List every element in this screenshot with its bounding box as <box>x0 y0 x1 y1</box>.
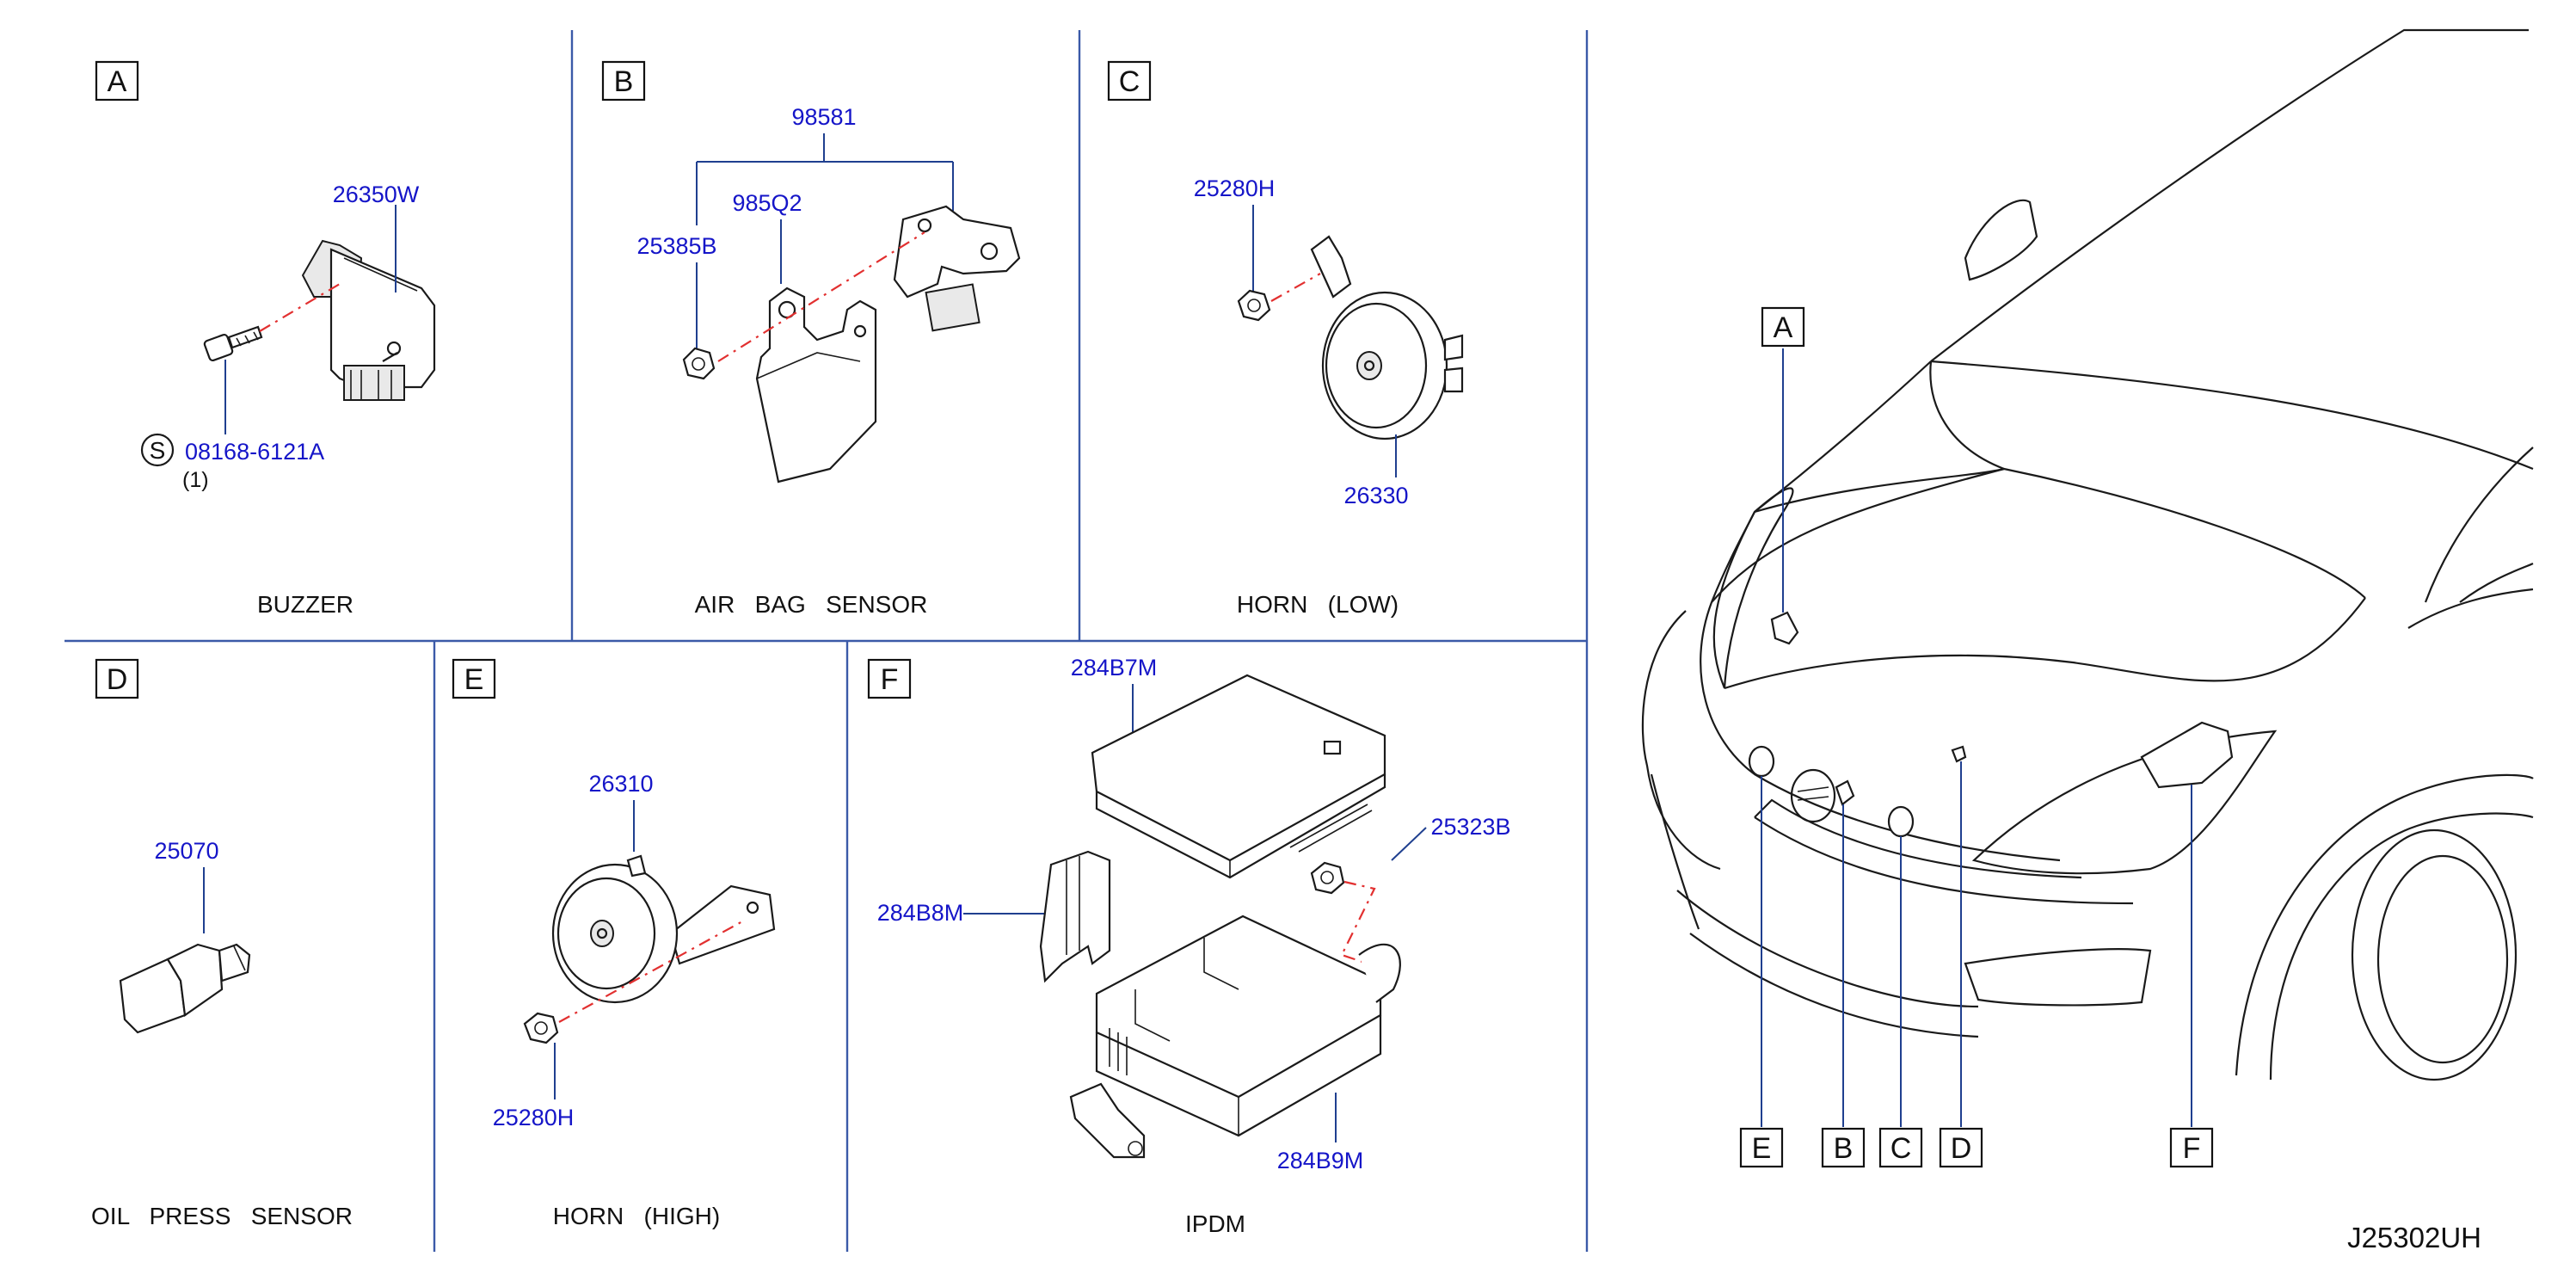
callout-a: A <box>1774 311 1793 344</box>
nut-e-drawing <box>523 1012 559 1044</box>
leader-25323b <box>1391 827 1427 861</box>
loc-horn-high <box>1748 745 1775 778</box>
callout-box-e <box>1739 1127 1784 1168</box>
oil-sensor-drawing <box>119 943 251 1034</box>
part-25070: 25070 <box>154 838 218 864</box>
panel-letter-f: F <box>881 663 899 696</box>
panel-letter-box-a <box>95 60 139 102</box>
horn-low-dash-line <box>1270 273 1321 302</box>
panel-caption-a: BUZZER <box>257 591 354 618</box>
callout-box-a <box>1761 306 1805 348</box>
part-26310: 26310 <box>588 771 653 797</box>
callout-box-b <box>1821 1127 1866 1168</box>
panel-d: D 25070 OIL PRESS SENSOR <box>91 658 353 1229</box>
part-284b9m: 284B9M <box>1277 1148 1364 1173</box>
buzzer-drawing <box>301 239 436 401</box>
ipdm-bracket-drawing <box>1039 850 1111 983</box>
nut-f-drawing <box>1310 861 1345 895</box>
horn-high-drawing <box>551 854 776 1004</box>
panel-f: F 284B7M 284B8M 25323B <box>867 655 1511 1237</box>
horn-high-dash-line <box>558 920 745 1023</box>
horn-low-drawing <box>1310 235 1464 440</box>
part-25280h-c: 25280H <box>1194 176 1276 201</box>
loc-horn-low <box>1887 805 1915 838</box>
callout-box-d <box>1939 1127 1983 1168</box>
s-symbol-circle <box>140 433 175 467</box>
part-25385b: 25385B <box>636 233 716 259</box>
panel-caption-c: HORN (LOW) <box>1237 591 1399 618</box>
panel-letter-e: E <box>464 663 484 696</box>
callout-e: E <box>1752 1132 1772 1165</box>
part-26350w: 26350W <box>333 182 420 207</box>
callout-box-f <box>2169 1127 2214 1168</box>
loc-buzzer <box>1770 611 1799 645</box>
panel-a: A 26350W S 08168-6121A (1) BUZZER <box>95 60 436 618</box>
panel-caption-f: IPDM <box>1185 1210 1245 1237</box>
part-25280h-e: 25280H <box>493 1105 575 1130</box>
panel-caption-e: HORN (HIGH) <box>553 1203 720 1229</box>
panel-letter-a: A <box>108 65 127 98</box>
panel-e: E 26310 25280H HORN (HIGH) <box>452 658 776 1229</box>
callout-box-c <box>1878 1127 1923 1168</box>
part-284b7m: 284B7M <box>1071 655 1158 681</box>
part-284b8m: 284B8M <box>877 900 964 926</box>
loc-oil-sensor <box>1951 745 1967 763</box>
panel-caption-b: AIR BAG SENSOR <box>695 591 928 618</box>
panel-letter-c: C <box>1119 65 1140 98</box>
ipdm-dash-line <box>1340 880 1376 965</box>
vehicle-callout-leaders <box>1761 348 2192 1127</box>
callout-c: C <box>1891 1132 1912 1165</box>
bolt-dash-line <box>259 283 341 332</box>
loc-airbag-sensor <box>1835 779 1855 806</box>
part-25323b: 25323B <box>1430 814 1510 840</box>
nut-b-drawing <box>682 347 716 380</box>
panel-letter-box-d <box>95 658 139 699</box>
part-985q2: 985Q2 <box>732 190 802 216</box>
s-symbol: S <box>150 437 166 464</box>
airbag-bracket-drawing <box>755 286 877 483</box>
airbag-sensor-drawing <box>893 205 1021 332</box>
ipdm-case-drawing <box>1069 915 1401 1159</box>
panel-c: C 25280H 26330 HORN (LOW) <box>1107 60 1464 618</box>
callout-d: D <box>1951 1132 1972 1165</box>
bolt-quantity: (1) <box>182 468 209 492</box>
car-outline-drawing <box>1641 28 2534 1081</box>
drawing-code: J25302UH <box>2347 1222 2481 1253</box>
loc-ipdm <box>2140 721 2234 789</box>
panel-letter-box-f <box>867 658 912 699</box>
leader-98581 <box>696 133 954 211</box>
panel-letter-b: B <box>614 65 634 98</box>
nut-c-drawing <box>1237 289 1271 322</box>
panel-dividers <box>65 30 1589 1252</box>
panel-caption-d: OIL PRESS SENSOR <box>91 1203 353 1229</box>
part-08168-6121a: 08168-6121A <box>185 439 324 465</box>
panel-letter-box-b <box>601 60 646 102</box>
bolt-drawing <box>203 325 263 362</box>
part-98581: 98581 <box>791 104 856 130</box>
panel-b: B 98581 985Q2 25385B AIR BAG SENSOR <box>601 60 1021 618</box>
callout-b: B <box>1834 1132 1854 1165</box>
vehicle-part-icons <box>1748 611 2234 838</box>
panel-letter-box-e <box>452 658 496 699</box>
part-26330: 26330 <box>1343 483 1408 508</box>
vehicle-overview: A E B C D F <box>1641 28 2534 1168</box>
callout-f: F <box>2183 1132 2201 1165</box>
ipdm-cover-drawing <box>1091 674 1386 879</box>
panel-letter-box-c <box>1107 60 1152 102</box>
panel-letter-d: D <box>107 663 128 696</box>
